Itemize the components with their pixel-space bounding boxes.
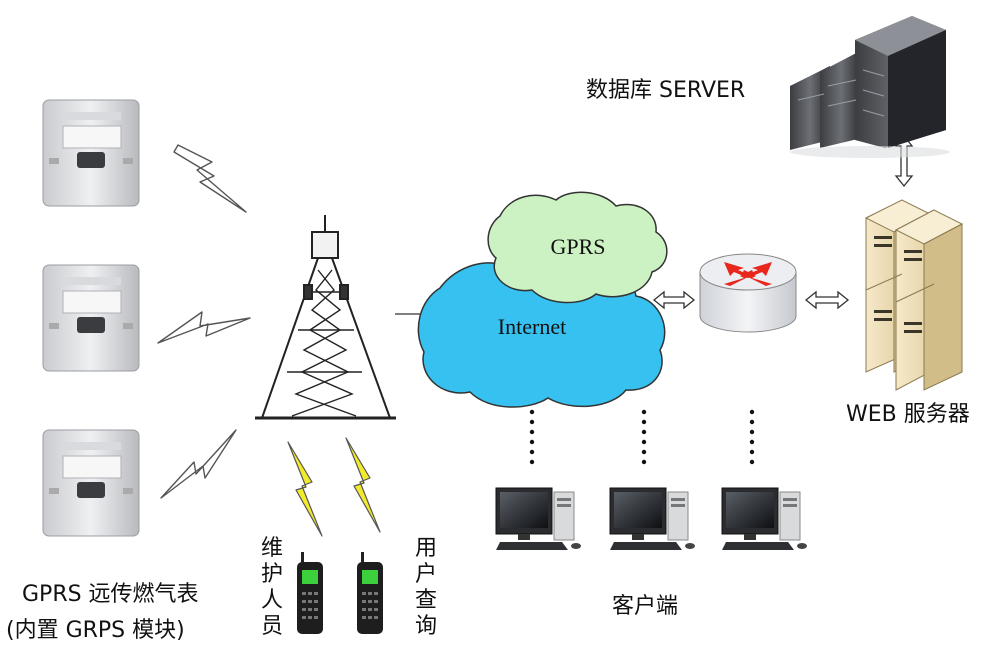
double-arrow-icon [652, 290, 696, 310]
computer-icon [609, 487, 695, 550]
lightning-icon [287, 441, 323, 537]
client-label: 客户端 [612, 594, 679, 619]
gas-meter-icon [42, 99, 140, 207]
dotted-link [529, 409, 755, 465]
maintenance-staff-label: 维护人员 [260, 536, 283, 639]
lightning-icon [345, 437, 381, 533]
gas-meter-label-line2: (内置 GRPS 模块) [6, 618, 185, 643]
router-icon [699, 253, 797, 333]
web-server-label: WEB 服务器 [846, 402, 970, 427]
mobile-phone-icon [357, 552, 383, 634]
tower-icon [255, 215, 396, 420]
computer-icon [721, 487, 807, 550]
gas-meter-icon [42, 264, 140, 372]
double-arrow-icon [894, 134, 914, 188]
gprs-cloud-label: GPRS [550, 234, 605, 259]
gas-meter-label-line1: GPRS 远传燃气表 [22, 582, 199, 607]
user-query-label: 用户查询 [414, 536, 437, 639]
web-server-icon [864, 199, 964, 391]
gprs-cloud [487, 191, 668, 304]
lightning-icon [160, 429, 237, 499]
lightning-icon [173, 144, 247, 213]
lightning-icon [157, 311, 251, 344]
computer-icon [495, 487, 581, 550]
database-server-label: 数据库 SERVER [586, 78, 746, 103]
mobile-phone-icon [297, 552, 323, 634]
gas-meter-icon [42, 429, 140, 537]
internet-cloud-label: Internet [498, 314, 566, 339]
double-arrow-icon [804, 290, 850, 310]
server-rack-icon [790, 16, 950, 158]
